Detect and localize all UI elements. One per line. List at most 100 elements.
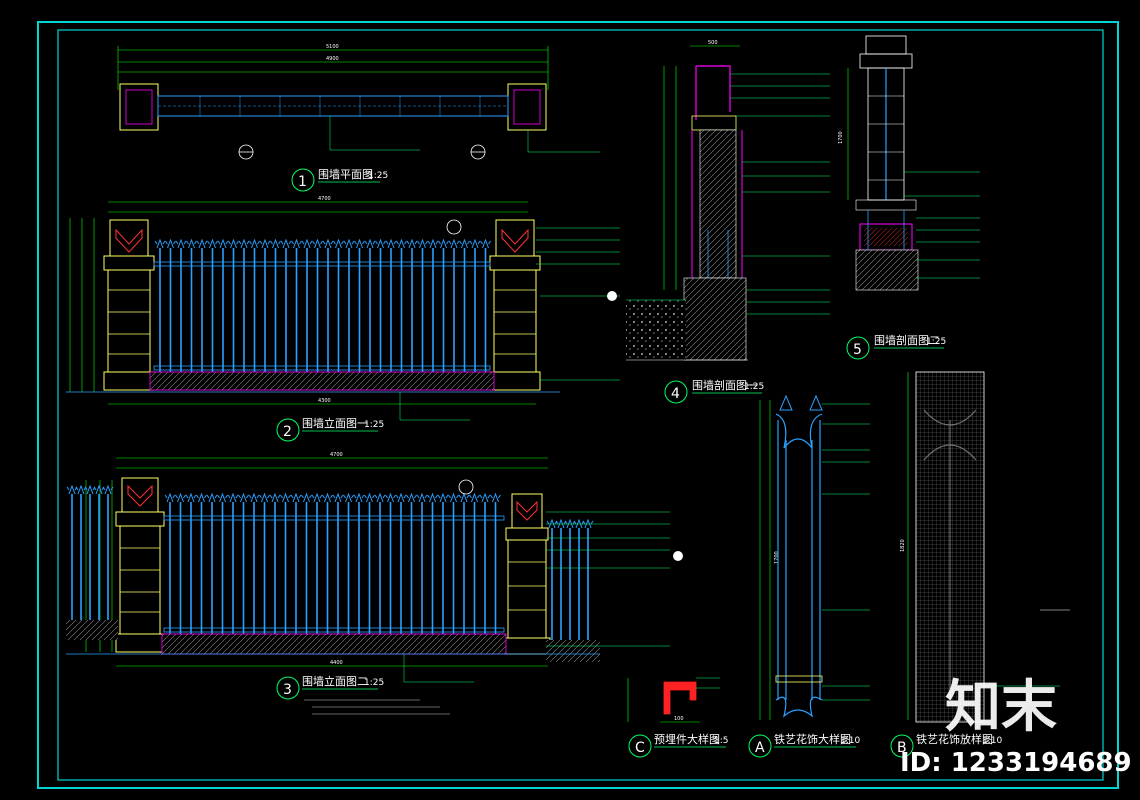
sect1-title: 围墙剖面图一 [692,378,758,392]
elev2-total-dim: 4700 [330,452,343,458]
elev1-total-dim: 4700 [318,196,331,202]
elev1-scale: 1:25 [364,420,384,430]
fence-finial-icon [84,484,96,495]
detailB-number: B [897,740,907,756]
fence-finial-icon [385,492,396,503]
detailC-callout-circle [628,734,652,758]
fence-finial-icon [343,238,355,249]
fence-finial-icon [479,492,491,503]
detailA-number: A [755,740,765,756]
fence-finial-icon [353,492,365,503]
fence-finial-icon [374,492,386,503]
fence-finial-icon [448,492,459,503]
detailA-title: 铁艺花饰大样图 [774,732,851,746]
fence-finial-icon [291,238,302,249]
section-marker-icon [446,219,462,235]
sect1-top-dim: 500 [708,40,718,46]
elev1-left-pier [103,219,155,391]
fence-finial-icon [490,492,501,503]
fence-finial-icon [248,492,260,503]
plan-number: 1 [298,174,307,190]
fence-finial-icon [396,238,407,249]
detailC-title: 预埋件大样图 [654,732,720,746]
fence-finial-icon [582,518,594,529]
fence-finial-icon [185,492,197,503]
fence-finial-icon [228,238,239,249]
fence-finial-icon [269,492,281,503]
elev1-bottom-dim: 4300 [318,398,331,404]
fence-finial-icon [238,238,250,249]
fence-finial-icon [437,492,449,503]
elev2-fence-bars [164,492,501,634]
plan-total-dim: 5100 [326,44,339,50]
fence-finial-icon [238,492,249,503]
sect2-title: 围墙剖面图二 [874,333,940,347]
detailC-embed-bracket [663,681,697,715]
elev2-left-pier [115,477,165,653]
elevation-one-view: 4700 [66,196,620,442]
fence-finial-icon [259,238,271,249]
elev2-callout-circle [276,676,300,700]
elev1-fence-bars [154,238,491,372]
fence-finial-icon [427,492,438,503]
plan-callout-circle [291,168,315,192]
fence-finial-icon [312,238,323,249]
elev1-title: 围墙立面图一 [302,416,368,430]
elev2-left-partial-fence [66,484,114,620]
fence-finial-icon [102,484,114,495]
elev1-number: 2 [283,424,292,440]
elev2-scale: 1:25 [364,678,384,688]
elev2-title: 围墙立面图二 [302,674,368,688]
fence-finial-icon [459,238,470,249]
detailC-number: C [635,740,645,756]
detailC-scale: 1:5 [714,736,728,746]
fence-finial-icon [406,238,418,249]
sect1-column-body [699,129,737,279]
fence-finial-icon [364,238,376,249]
elev1-base-plinth [149,371,495,391]
sect2-number: 5 [853,342,862,358]
fence-finial-icon [206,492,218,503]
elev2-bottom-dim: 4400 [330,660,343,666]
elev2-right-partial-fence [546,518,594,640]
detailB-scale: 1:10 [982,736,1002,746]
fence-finial-icon [322,238,334,249]
fence-finial-icon [196,492,207,503]
section-marker-icon [458,479,474,495]
plan-view: 5100 4900 1 围墙平面图 1:25 [117,44,600,192]
fence-finial-icon [416,492,428,503]
sect1-footing [683,277,747,361]
fence-finial-icon [417,238,428,249]
plan-title: 围墙平面图 [318,167,373,181]
fence-finial-icon [207,238,218,249]
detailA-height-dim: 1700 [774,551,780,564]
fence-finial-icon [343,492,354,503]
plan-sub-dim: 4900 [326,56,339,62]
fence-finial-icon [301,492,312,503]
detailC-w-dim: 100 [674,716,684,722]
sect2-footing [855,249,919,291]
fence-finial-icon [385,238,397,249]
sheet-inner-border [57,29,1104,781]
section-marker-icon [673,551,683,561]
fence-finial-icon [175,238,187,249]
fence-finial-icon [354,238,365,249]
fence-finial-icon [93,484,105,495]
section-two-view: 1700 5 围墙剖面图二 1:25 [838,35,980,360]
fence-finial-icon [280,238,292,249]
fence-finial-icon [406,492,417,503]
fence-finial-icon [175,492,186,503]
detailA-scale: 1:10 [840,736,860,746]
detailB-height-dim: 1820 [900,539,906,552]
elev1-callout-circle [276,418,300,442]
fence-finial-icon [469,238,481,249]
fence-finial-icon [75,484,87,495]
fence-finial-icon [280,492,291,503]
fence-finial-icon [217,492,228,503]
sect2-height-dim: 1700 [838,131,844,144]
watermark-logo: 知末 [945,675,1057,740]
section-one-view: 500 4 围墙剖面图一 1:25 [626,40,830,404]
sect1-callout-circle [664,380,688,404]
fence-finial-icon [290,492,302,503]
fence-finial-icon [333,238,344,249]
